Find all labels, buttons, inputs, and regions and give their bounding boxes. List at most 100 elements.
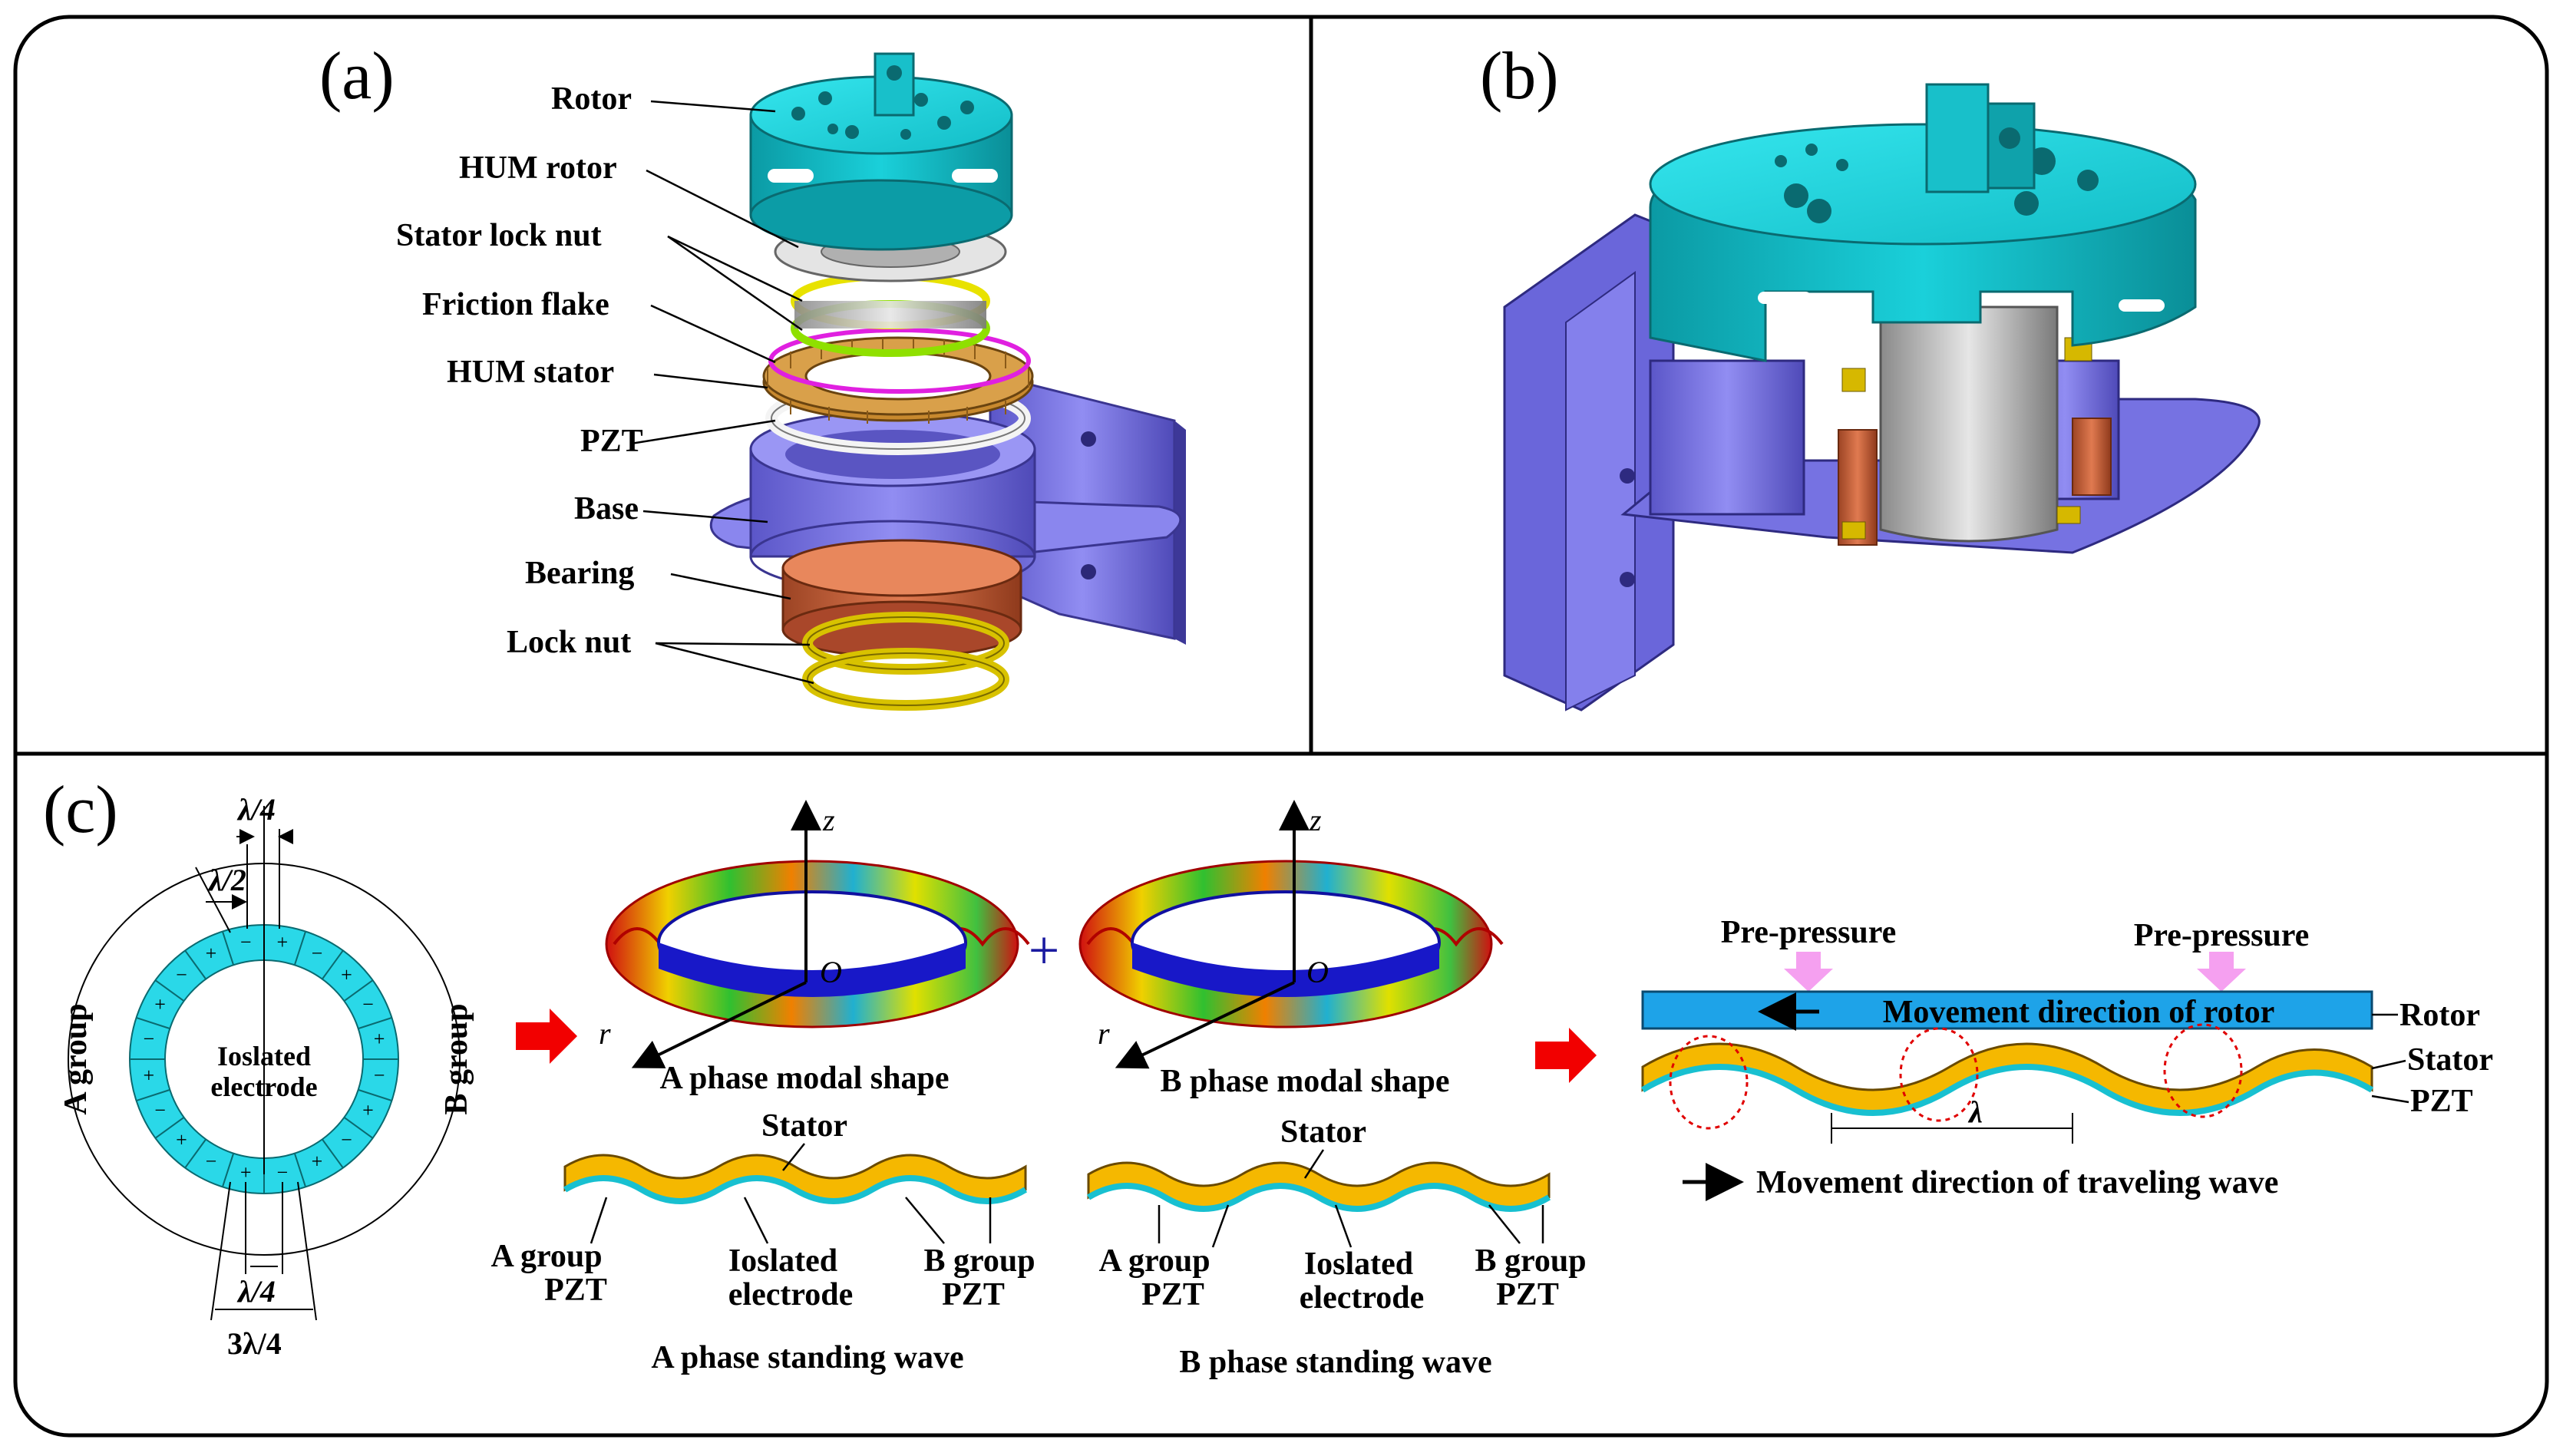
- b-modal-title: B phase modal shape: [1161, 1064, 1450, 1099]
- a-stator-label: Stator: [761, 1108, 847, 1144]
- ring-segment-divider: [293, 1153, 307, 1187]
- ring-segment-sign: +: [154, 993, 166, 1015]
- ring-center-line1: Ioslated: [217, 1041, 311, 1071]
- ring-segment-divider: [322, 949, 344, 980]
- ring-segment-divider: [154, 1117, 185, 1139]
- label-base: Base: [574, 491, 639, 527]
- ring-segment-sign: +: [276, 931, 288, 953]
- ring-segment-sign: −: [240, 931, 252, 953]
- b-axis-z: z: [1309, 803, 1322, 837]
- ring-bottom-quarter: λ/4: [236, 1274, 276, 1309]
- label-hum-rotor: HUM rotor: [459, 150, 617, 186]
- pre-pressure-arrow-left: [1784, 952, 1833, 992]
- a-axis-z: z: [822, 803, 835, 837]
- ring-segment-sign: −: [206, 1150, 217, 1172]
- ring-segment-divider: [322, 1138, 344, 1169]
- ring-segment-divider: [358, 1016, 392, 1030]
- ring-segment-divider: [343, 1117, 374, 1139]
- panel-a-labels: Rotor HUM rotor Stator lock nut Friction…: [396, 81, 643, 660]
- pzt-ring-diagram: +−+−+−+−+−+−+−+−+−+− λ/4 λ/2 λ/4 3λ/4 A …: [58, 792, 474, 1361]
- b-standing-caption: B phase standing wave: [1179, 1345, 1491, 1380]
- ring-a-group: A group: [58, 1003, 94, 1114]
- label-hum-stator: HUM stator: [447, 355, 614, 390]
- b-axis-r: r: [1098, 1016, 1110, 1051]
- ring-segment-sign: +: [240, 1161, 252, 1184]
- label-stator-lock-nut: Stator lock nut: [396, 218, 602, 253]
- panel-c-tag: (c): [43, 773, 118, 847]
- panel-a-tag: (a): [319, 39, 395, 114]
- a-group-pzt-l2: PZT: [544, 1273, 607, 1308]
- ring-segment-sign: −: [362, 993, 374, 1015]
- ring-segment-sign: +: [206, 943, 217, 965]
- b-origin: O: [1306, 955, 1329, 989]
- b-isolated-l1: Ioslated: [1304, 1246, 1413, 1282]
- ring-segment-divider: [293, 931, 307, 966]
- ring-segment-divider: [184, 949, 206, 980]
- ring-bottom-three-quarter: 3λ/4: [227, 1326, 282, 1361]
- ring-segment-sign: −: [276, 1161, 288, 1184]
- a-axis-r: r: [599, 1016, 611, 1051]
- ring-segment-sign: +: [341, 963, 352, 986]
- pre-pressure-right: Pre-pressure: [2134, 918, 2310, 953]
- ring-segment-divider: [154, 979, 185, 1002]
- ring-top-half: λ/2: [207, 863, 246, 897]
- panel-a: (a): [319, 39, 1186, 711]
- a-modal-title: A phase modal shape: [660, 1061, 950, 1096]
- panel-a-leaders: [630, 100, 814, 685]
- label-friction-flake: Friction flake: [422, 287, 609, 322]
- ring-segment-divider: [136, 1088, 170, 1102]
- b-phase-modal-shape: z r O B phase modal shape: [1078, 800, 1504, 1099]
- red-arrow-1: [516, 1009, 577, 1064]
- ring-segment-divider: [343, 979, 374, 1002]
- ring-segment-divider: [221, 931, 235, 966]
- label-pzt: PZT: [580, 424, 643, 459]
- traveling-lambda: λ: [1967, 1094, 1983, 1129]
- ring-segment-sign: −: [144, 1028, 155, 1050]
- ring-segment-divider: [358, 1088, 392, 1102]
- traveling-wave-caption: Movement direction of traveling wave: [1756, 1165, 2278, 1200]
- ring-segment-divider: [221, 1153, 235, 1187]
- panel-c: (c) +−+−+−+−+−+−+−+−+−+− λ/4 λ/2: [43, 773, 2493, 1380]
- red-arrow-2: [1535, 1028, 1597, 1083]
- a-isolated-l1: Ioslated: [728, 1243, 837, 1279]
- panel-b-tag: (b): [1480, 39, 1559, 114]
- traveling-rotor-label: Rotor: [2400, 998, 2480, 1033]
- modal-plus: +: [1029, 919, 1060, 981]
- ring-segment-sign: −: [154, 1099, 166, 1121]
- ring-b-group: B group: [439, 1003, 474, 1114]
- pre-pressure-arrow-right: [2197, 952, 2246, 992]
- b-isolated-l2: electrode: [1300, 1280, 1424, 1316]
- ring-segment-sign: +: [362, 1099, 374, 1121]
- label-lock-nut: Lock nut: [507, 625, 631, 660]
- traveling-stator-label: Stator: [2407, 1042, 2493, 1078]
- ring-segment-divider: [184, 1138, 206, 1169]
- ring-segment-sign: −: [312, 943, 323, 965]
- a-standing-caption: A phase standing wave: [651, 1340, 963, 1375]
- b-b-group-l1: B group: [1475, 1243, 1586, 1279]
- b-a-group-l1: A group: [1098, 1243, 1210, 1279]
- ring-segment-sign: +: [176, 1128, 187, 1151]
- exploded-assembly: [709, 52, 1186, 711]
- label-rotor: Rotor: [551, 81, 632, 117]
- ring-segment-sign: −: [374, 1065, 385, 1087]
- b-phase-standing-wave: Stator A group PZT Ioslated electrode B …: [1086, 1114, 1587, 1380]
- label-bearing: Bearing: [525, 556, 634, 591]
- b-stator-label: Stator: [1280, 1114, 1366, 1150]
- a-b-group-l1: B group: [923, 1243, 1035, 1279]
- a-b-group-l2: PZT: [942, 1277, 1005, 1312]
- ring-segment-sign: +: [312, 1150, 323, 1172]
- traveling-pzt-label: PZT: [2410, 1084, 2473, 1119]
- outer-frame: [13, 15, 2549, 1438]
- ring-center-line2: electrode: [210, 1071, 317, 1102]
- ring-segment-sign: −: [341, 1128, 352, 1151]
- ring-segment-sign: −: [176, 963, 187, 986]
- panel-b: (b): [1480, 39, 2261, 711]
- ring-segment-sign: +: [144, 1065, 155, 1087]
- ring-segment-divider: [136, 1016, 170, 1030]
- cutaway-assembly: [1503, 83, 2261, 711]
- a-origin: O: [820, 955, 842, 989]
- rotor-direction-text: Movement direction of rotor: [1883, 995, 2274, 1030]
- pre-pressure-left: Pre-pressure: [1721, 915, 1897, 950]
- ring-top-quarter: λ/4: [236, 792, 276, 827]
